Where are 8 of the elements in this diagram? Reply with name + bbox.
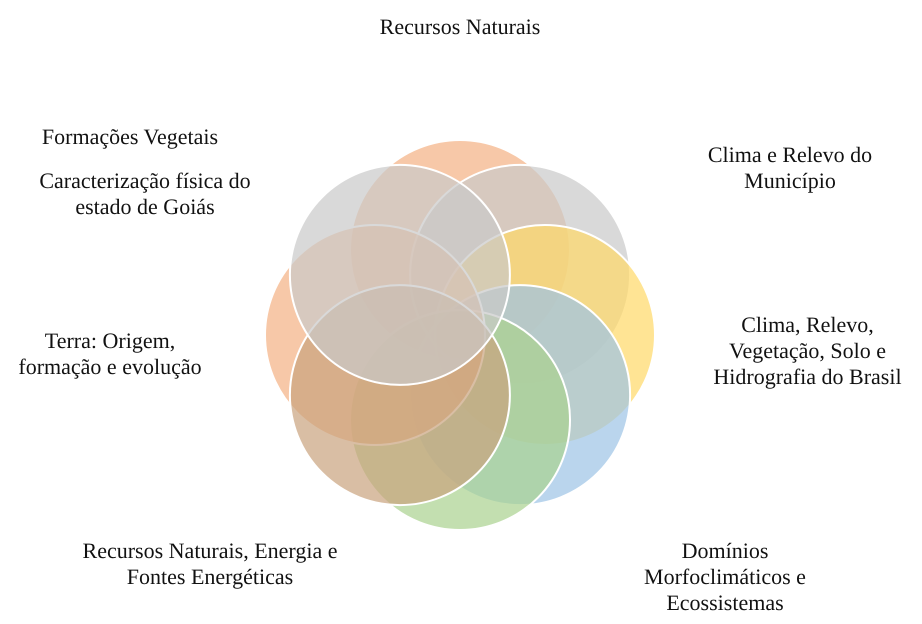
topic-label: Clima e Relevo do Município [706,142,874,194]
topic-label: Caracterização física do estado de Goiás [38,168,252,220]
topic-label: Domínios Morfoclimáticos e Ecossistemas [643,538,807,616]
topic-label: Recursos Naturais [378,14,542,40]
topic-label: Clima, Relevo, Vegetação, Solo e Hidrografia do Brasil [712,312,903,390]
topic-label: Recursos Naturais, Energia e Fontes Energéticas [82,538,338,590]
topic-label: Formações Vegetais [40,124,220,150]
topic-label: Terra: Origem, formação e evolução [17,328,203,380]
